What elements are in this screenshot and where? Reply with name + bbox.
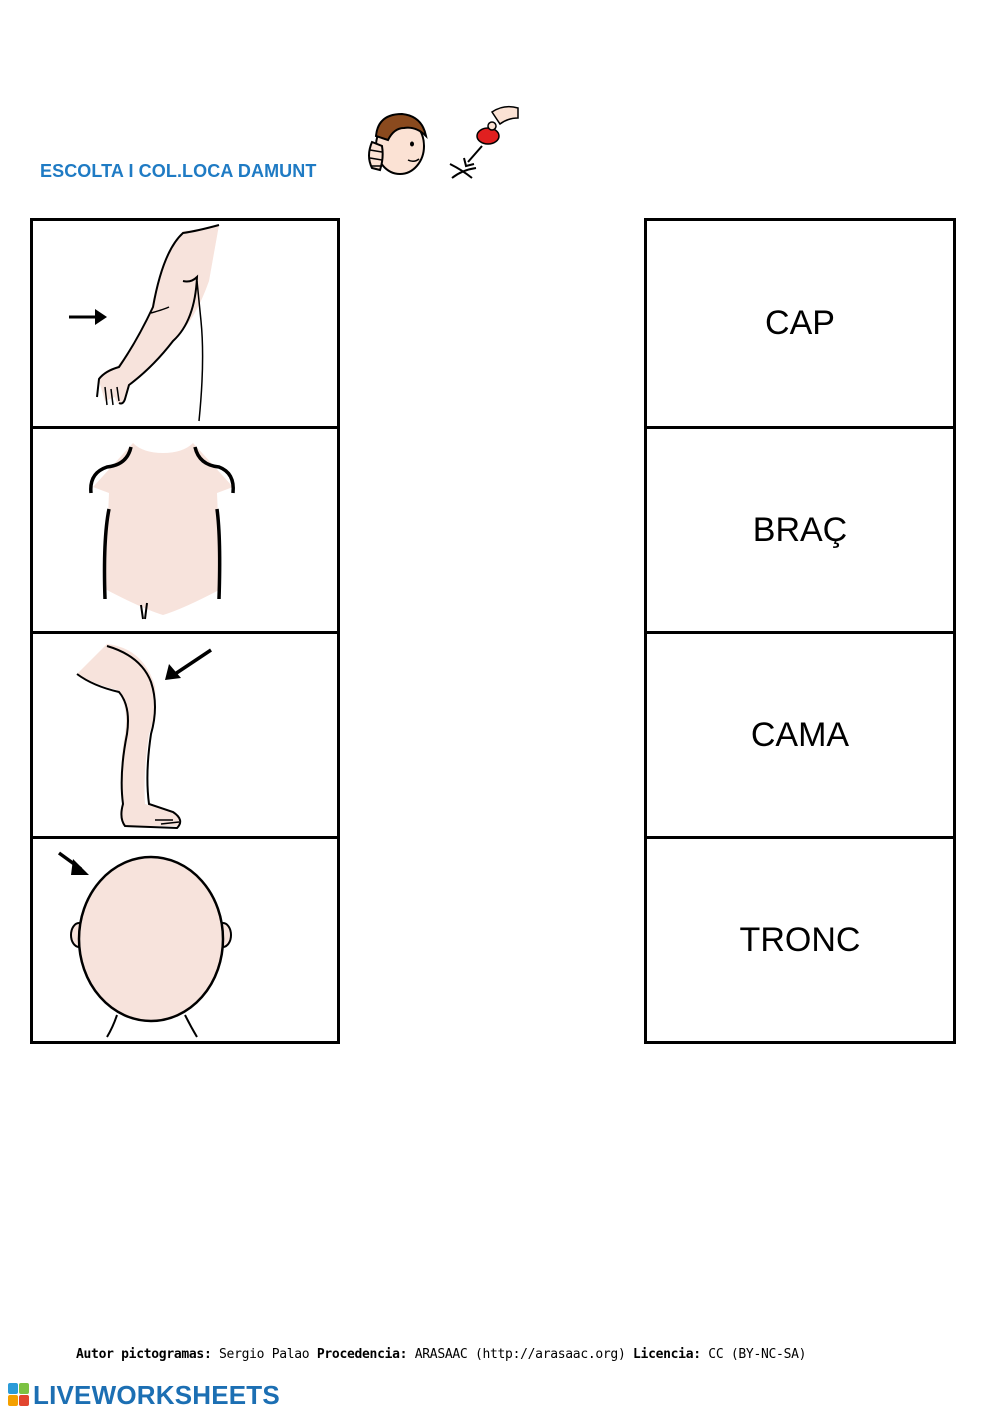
word-label: CAMA bbox=[750, 715, 850, 754]
word-cell[interactable]: BRAÇ bbox=[647, 426, 953, 631]
brand-name: LIVEWORKSHEETS bbox=[33, 1379, 280, 1410]
source-label: Procedencia: bbox=[316, 1347, 408, 1362]
word-column: CAP BRAÇ CAMA TRONC bbox=[644, 218, 956, 1044]
credits-line: Autor pictogramas: Sergio Palao Proceden… bbox=[76, 1347, 806, 1362]
place-down-icon bbox=[449, 105, 519, 179]
arm-icon bbox=[69, 224, 220, 422]
word-cell[interactable]: CAMA bbox=[647, 631, 953, 836]
word-cell[interactable]: CAP bbox=[647, 221, 953, 426]
author-label: Autor pictogramas: bbox=[76, 1347, 212, 1362]
image-cell-head[interactable] bbox=[33, 836, 337, 1041]
license-label: Licencia: bbox=[633, 1347, 701, 1362]
image-column bbox=[30, 218, 340, 1044]
source-value: ARASAAC (http://arasaac.org) bbox=[414, 1347, 626, 1362]
brand-logo: LIVEWORKSHEETS bbox=[8, 1380, 280, 1410]
image-cell-leg[interactable] bbox=[33, 631, 337, 836]
head-icon bbox=[57, 851, 232, 1038]
word-label: TRONC bbox=[739, 920, 861, 959]
liveworksheets-logo-icon bbox=[8, 1383, 29, 1406]
ear-listen-icon bbox=[368, 112, 428, 175]
word-cell[interactable]: TRONC bbox=[647, 836, 953, 1041]
page-title: ESCOLTA I COL.LOCA DAMUNT bbox=[40, 161, 317, 181]
author-value: Sergio Palao bbox=[219, 1347, 310, 1362]
word-label: BRAÇ bbox=[752, 510, 848, 549]
image-cell-arm[interactable] bbox=[33, 221, 337, 426]
leg-icon bbox=[76, 644, 212, 830]
torso-icon bbox=[89, 443, 235, 620]
license-value: CC (BY-NC-SA) bbox=[708, 1347, 807, 1362]
word-label: CAP bbox=[765, 304, 835, 342]
image-cell-torso[interactable] bbox=[33, 426, 337, 631]
